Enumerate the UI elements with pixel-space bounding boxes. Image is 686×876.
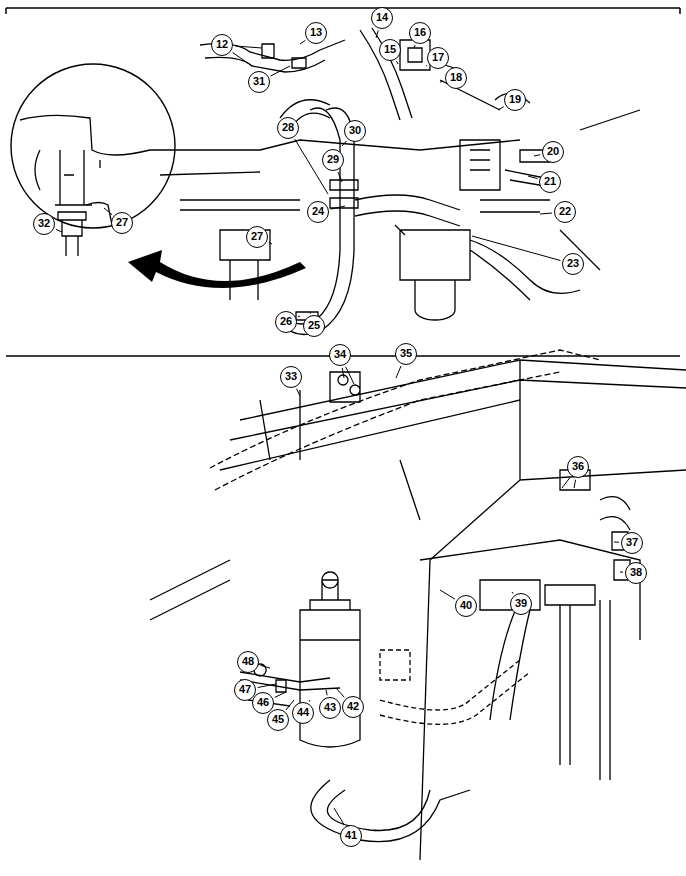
leader-line [440, 590, 455, 599]
leader-line [297, 389, 300, 396]
leader-line [261, 665, 270, 668]
callout-number: 14 [371, 7, 393, 29]
leader-line [396, 366, 401, 378]
leader-line [310, 312, 311, 314]
callout-number: 34 [329, 344, 351, 366]
leader-line [334, 808, 344, 825]
callout-number: 40 [455, 595, 477, 617]
callout-number: 48 [237, 651, 259, 673]
leader-line [534, 155, 540, 156]
leader-line [342, 368, 344, 378]
leader-line [376, 30, 378, 38]
leader-line [620, 572, 623, 573]
callout-number: 15 [379, 39, 401, 61]
callout-number: 32 [33, 213, 55, 235]
callout-number: 31 [248, 71, 270, 93]
leader-line [295, 139, 328, 194]
leader-line [269, 242, 272, 244]
callout-number: 13 [305, 22, 327, 44]
leader-line [331, 206, 345, 209]
callout-number: 41 [340, 825, 362, 847]
callout-number: 26 [275, 311, 297, 333]
leader-line [540, 213, 552, 215]
leader-line [258, 684, 276, 688]
leader-line [498, 107, 504, 110]
leader-line [309, 700, 311, 702]
leader-line [300, 40, 305, 44]
callout-number: 21 [539, 171, 561, 193]
callout-number: 27 [246, 226, 268, 248]
leader-line [440, 81, 443, 83]
leader-line [414, 45, 415, 48]
leader-line [472, 236, 560, 261]
leader-line [512, 592, 513, 594]
leader-line [574, 480, 576, 488]
leader-line [326, 690, 327, 695]
callout-number: 24 [307, 201, 329, 223]
callout-number: 33 [280, 366, 302, 388]
leader-line [346, 367, 354, 384]
callout-number: 35 [395, 343, 417, 365]
callout-number: 18 [445, 67, 467, 89]
callout-number: 44 [292, 702, 314, 724]
callout-number: 20 [542, 141, 564, 163]
leader-line [298, 316, 300, 318]
leader-line [342, 141, 346, 146]
leader-line [338, 172, 342, 182]
callout-number: 39 [510, 593, 532, 615]
callout-number: 42 [342, 696, 364, 718]
callout-number: 19 [504, 89, 526, 111]
leader-line [271, 66, 290, 76]
callout-number: 45 [267, 709, 289, 731]
leader-line [396, 61, 398, 64]
callout-number: 17 [427, 47, 449, 69]
callout-number: 30 [344, 120, 366, 142]
callout-number: 27 [111, 212, 133, 234]
callout-number: 37 [621, 532, 643, 554]
leader-line [614, 542, 619, 543]
callout-number: 29 [322, 149, 344, 171]
leader-line [235, 46, 262, 48]
leader-line [275, 692, 286, 697]
leader-line [56, 229, 62, 232]
callout-number: 38 [625, 562, 647, 584]
callout-number: 43 [319, 697, 341, 719]
callout-number: 22 [554, 201, 576, 223]
callout-number: 16 [409, 22, 431, 44]
callout-number: 25 [303, 315, 325, 337]
leader-line [562, 477, 570, 488]
callout-number: 12 [211, 34, 233, 56]
leader-line [426, 65, 427, 67]
leader-line [104, 208, 112, 215]
leader-line [233, 52, 252, 66]
callout-number: 28 [277, 117, 299, 139]
callout-number: 36 [567, 456, 589, 478]
leader-line [528, 176, 537, 179]
leader-line [336, 688, 344, 697]
callout-number: 23 [562, 253, 584, 275]
